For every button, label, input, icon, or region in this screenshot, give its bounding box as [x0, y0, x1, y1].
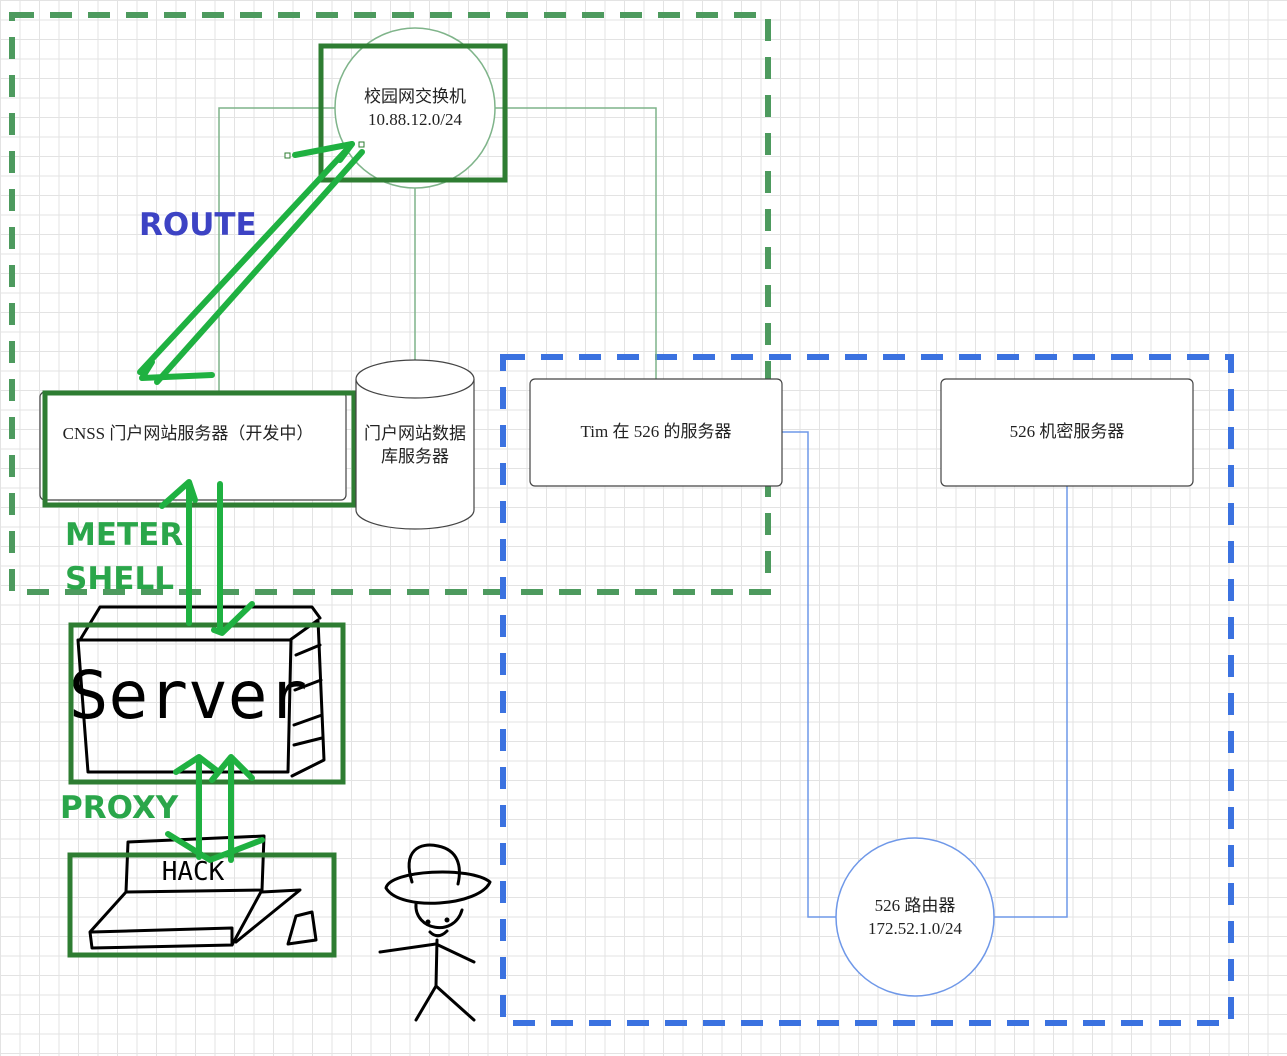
database-label-line1: 门户网站数据	[364, 424, 466, 443]
route-arrows	[137, 141, 365, 385]
tim-server-node[interactable]: Tim 在 526 的服务器	[529, 378, 783, 487]
meter-shell-arrows	[159, 479, 255, 636]
route-annotation: ROUTE	[139, 207, 257, 243]
cnss-highlight-box	[42, 390, 357, 508]
server-highlight-box	[68, 622, 346, 785]
cnss-server-label: CNSS 门户网站服务器（开发中）	[63, 424, 314, 443]
switch-connections	[218, 107, 657, 392]
hacker-figure	[378, 843, 492, 1022]
database-label-line2: 库服务器	[381, 447, 449, 466]
proxy-annotation: PROXY	[60, 790, 179, 826]
server-sketch: Server	[69, 605, 326, 778]
selection-handle[interactable]	[284, 152, 291, 159]
secret-server-node[interactable]: 526 机密服务器	[940, 378, 1194, 487]
router-connections	[782, 431, 1068, 918]
laptop-sketch: HACK	[88, 834, 318, 950]
campus-switch-name: 校园网交换机	[364, 87, 466, 106]
tim-server-label: Tim 在 526 的服务器	[581, 422, 732, 441]
proxy-arrows	[165, 754, 265, 863]
laptop-sketch-text: HACK	[162, 857, 225, 887]
selection-handle[interactable]	[358, 141, 365, 148]
meter-annotation: METER	[65, 517, 183, 553]
server-sketch-text: Server	[69, 657, 307, 734]
router-name: 526 路由器	[875, 896, 956, 915]
portal-database-node[interactable]: 门户网站数据 库服务器	[355, 359, 475, 530]
switch-highlight-box	[318, 43, 508, 183]
campus-switch-node[interactable]: 校园网交换机 10.88.12.0/24	[334, 27, 496, 189]
lab-526-zone	[500, 354, 1234, 1026]
shell-annotation: SHELL	[65, 561, 174, 597]
router-subnet: 172.52.1.0/24	[868, 919, 962, 938]
cnss-server-node[interactable]: CNSS 门户网站服务器（开发中）	[39, 391, 347, 501]
campus-network-zone	[9, 12, 771, 595]
router-526-node[interactable]: 526 路由器 172.52.1.0/24	[835, 837, 995, 997]
campus-switch-subnet: 10.88.12.0/24	[368, 110, 462, 129]
secret-server-label: 526 机密服务器	[1010, 422, 1125, 441]
